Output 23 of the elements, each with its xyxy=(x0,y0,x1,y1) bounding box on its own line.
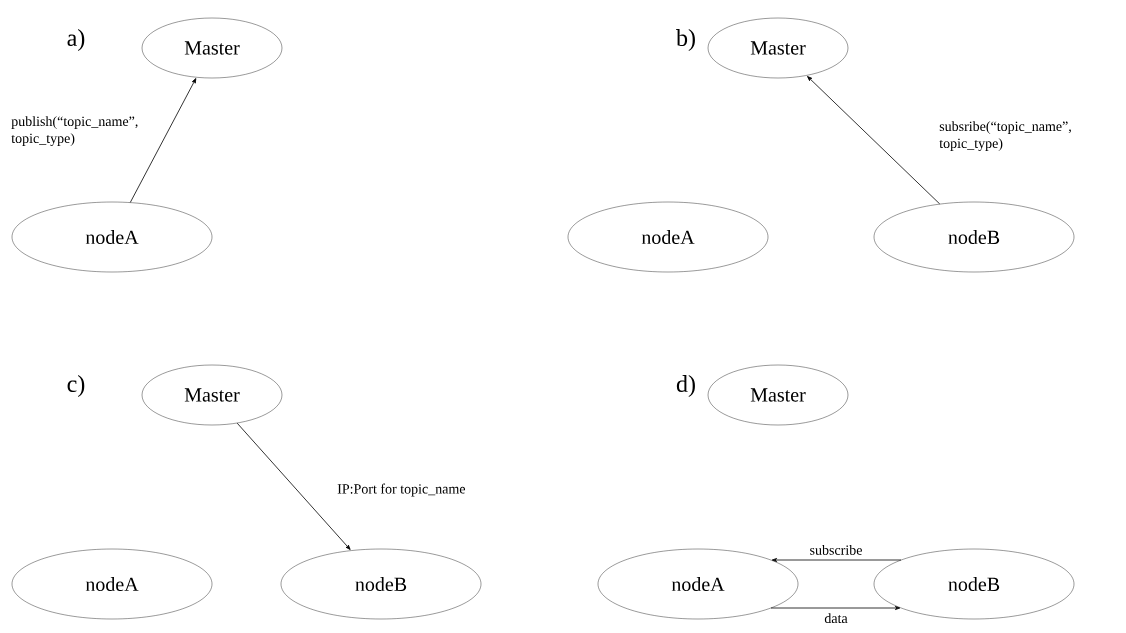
panel-label: c) xyxy=(67,375,85,397)
ellipse-node: nodeB xyxy=(873,201,1075,273)
edge-label: subscribe xyxy=(810,544,862,555)
edge-label: data xyxy=(824,613,848,624)
ellipse-node: nodeA xyxy=(11,548,213,620)
ellipse-node: nodeA xyxy=(567,201,769,273)
ellipse-node: nodeB xyxy=(873,548,1075,620)
ellipse-node: nodeA xyxy=(597,548,799,620)
edge-label: subsribe(“topic_name”, topic_type) xyxy=(939,121,1071,151)
arrow xyxy=(770,606,901,610)
arrow xyxy=(807,76,941,205)
arrow xyxy=(236,422,351,550)
ellipse-node: Master xyxy=(141,364,283,426)
ellipse-node: Master xyxy=(141,17,283,79)
ellipse-node: Master xyxy=(707,17,849,79)
edge-label: publish(“topic_name”, topic_type) xyxy=(11,116,138,146)
arrow xyxy=(771,558,902,562)
panel-label: a) xyxy=(67,29,85,51)
ellipse-node: Master xyxy=(707,364,849,426)
ellipse-node: nodeA xyxy=(11,201,213,273)
edge-label: IP:Port for topic_name xyxy=(337,483,466,497)
arrow xyxy=(129,78,197,203)
ellipse-node: nodeB xyxy=(280,548,482,620)
